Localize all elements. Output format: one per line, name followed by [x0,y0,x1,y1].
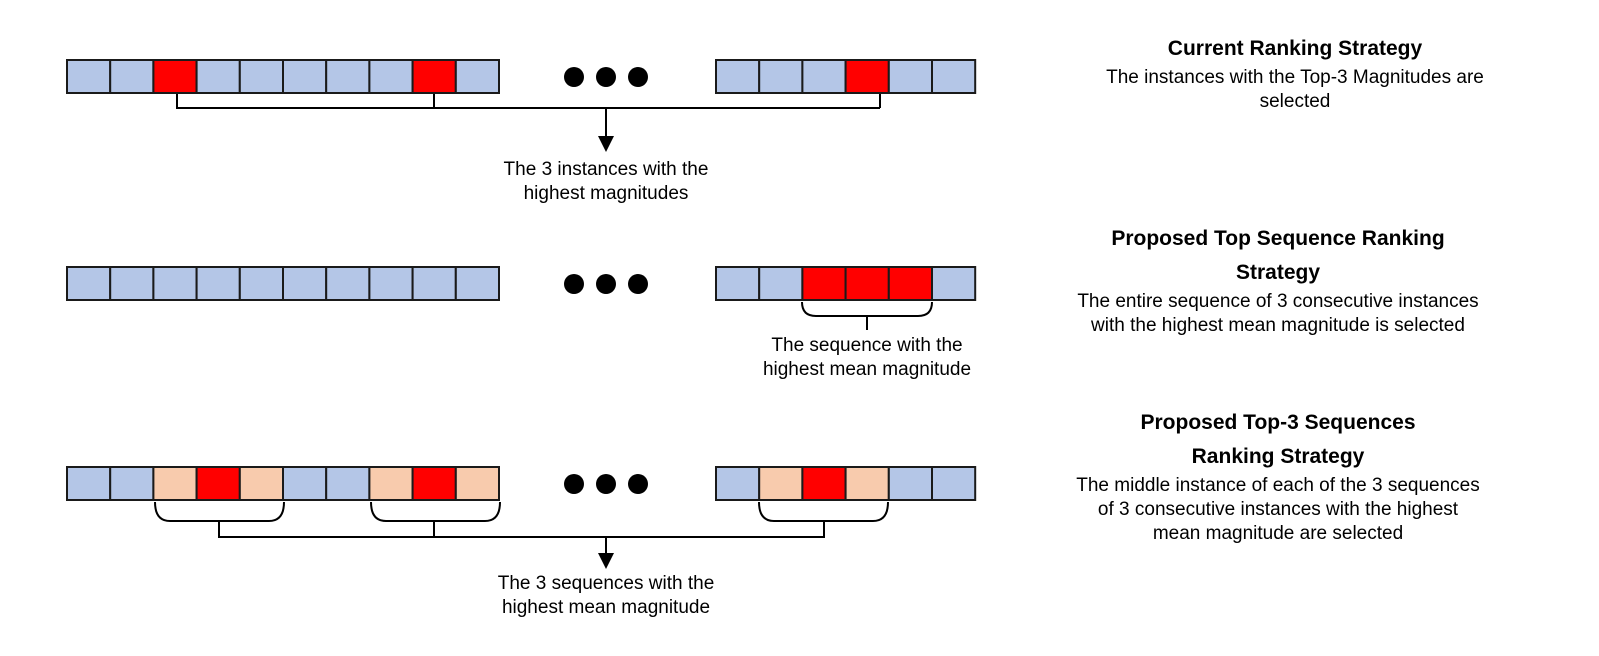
normal-instance-cell [931,59,977,94]
row3-arrowhead [598,553,614,569]
normal-instance-cell [715,59,761,94]
instance-cells [66,59,977,501]
normal-instance-cell [66,466,112,501]
normal-instance-cell [887,466,933,501]
row1-caption-line1: The 3 instances with the [503,159,709,180]
neighbor-instance-cell [454,466,500,501]
selected-instance-cell [801,466,847,501]
normal-instance-cell [195,59,241,94]
normal-instance-cell [325,466,371,501]
row3-sequence-bracket-1 [154,501,285,522]
normal-instance-cell [238,59,285,94]
selected-instance-cell [887,266,933,301]
neighbor-instance-cell [368,466,414,501]
neighbor-instance-cell [758,466,804,501]
normal-instance-cell [368,266,414,301]
selected-instance-cell [844,59,890,94]
strategy-title: Current Ranking Strategy [1167,37,1423,60]
row2-caption: The sequence with the highest mean magni… [717,334,1017,382]
row1-caption-line2: highest magnitudes [523,183,689,204]
strategy-title: Proposed Top-3 Sequences Ranking Strateg… [1140,411,1416,468]
normal-instance-cell [801,59,847,94]
neighbor-instance-cell [238,466,285,501]
strategy-description-line: with the highest mean magnitude is selec… [1091,315,1465,336]
normal-instance-cell [931,266,977,301]
selected-instance-cell [411,59,457,94]
selected-instance-cell [411,466,457,501]
normal-instance-cell [715,266,761,301]
normal-instance-cell [454,266,500,301]
normal-instance-cell [715,466,761,501]
normal-instance-cell [887,59,933,94]
normal-instance-cell [454,59,500,94]
normal-instance-cell [758,266,804,301]
normal-instance-cell [282,266,328,301]
strategy-top3-sequences: Proposed Top-3 Sequences Ranking Strateg… [1028,406,1528,546]
neighbor-instance-cell [844,466,890,501]
strategy-description-line: The instances with the Top-3 Magnitudes … [1106,67,1484,88]
normal-instance-cell [282,59,328,94]
ellipsis-dot [596,474,616,494]
row2-caption-line2: highest mean magnitude [762,359,972,380]
ellipsis-dot [564,67,584,87]
row3-join-line [218,521,825,538]
row1-arrowhead [598,136,614,152]
ellipsis-dot [596,67,616,87]
row3-caption-line2: highest mean magnitude [501,597,711,618]
normal-instance-cell [238,266,285,301]
normal-instance-cell [325,59,371,94]
normal-instance-cell [109,266,155,301]
ellipsis-groups [564,67,648,494]
normal-instance-cell [66,59,112,94]
normal-instance-cell [758,59,804,94]
ellipsis-dot [596,274,616,294]
row3-caption-line1: The 3 sequences with the [497,573,715,594]
normal-instance-cell [109,59,155,94]
connectors [154,94,933,569]
neighbor-instance-cell [152,466,198,501]
selected-instance-cell [801,266,847,301]
ellipsis-dot [628,274,648,294]
normal-instance-cell [368,59,414,94]
normal-instance-cell [152,266,198,301]
strategy-description-line: The entire sequence of 3 consecutive ins… [1077,291,1479,312]
normal-instance-cell [325,266,371,301]
normal-instance-cell [109,466,155,501]
strategy-description-line: mean magnitude are selected [1152,523,1404,544]
row1-caption: The 3 instances with the highest magnitu… [456,158,756,206]
normal-instance-cell [931,466,977,501]
row2-caption-line1: The sequence with the [771,335,963,356]
strategy-top-sequence: Proposed Top Sequence Ranking Strategy T… [1028,222,1528,338]
strategy-description-line: of 3 consecutive instances with the high… [1097,499,1459,520]
ellipsis-dot [564,274,584,294]
normal-instance-cell [282,466,328,501]
ellipsis-dot [564,474,584,494]
strategy-description-line: The middle instance of each of the 3 seq… [1076,475,1480,496]
selected-instance-cell [844,266,890,301]
row2-sequence-bracket [801,301,933,317]
row1-bracket [176,94,881,109]
row3-caption: The 3 sequences with the highest mean ma… [456,572,756,620]
normal-instance-cell [411,266,457,301]
normal-instance-cell [66,266,112,301]
normal-instance-cell [195,266,241,301]
row3-sequence-bracket-3 [758,501,889,522]
strategy-title: Proposed Top Sequence Ranking Strategy [1111,227,1445,284]
row3-sequence-bracket-2 [370,501,501,522]
ellipsis-dot [628,67,648,87]
strategy-description-line: selected [1259,91,1331,112]
ellipsis-dot [628,474,648,494]
selected-instance-cell [195,466,241,501]
strategy-current: Current Ranking Strategy The instances w… [1035,32,1555,114]
selected-instance-cell [152,59,198,94]
